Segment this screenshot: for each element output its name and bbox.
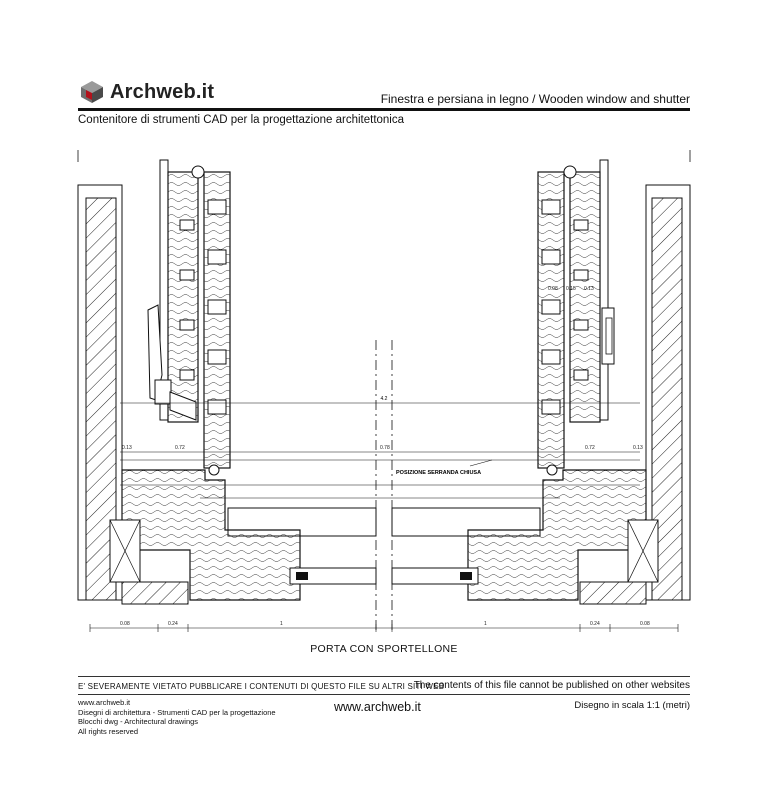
drawing-caption: PORTA CON SPORTELLONE xyxy=(310,643,458,655)
dim-bottom-1: 0.08 xyxy=(120,621,130,627)
site-link[interactable]: www.archweb.it xyxy=(334,700,421,714)
dim-bottom-6: 0.08 xyxy=(640,621,650,627)
dim-top-5: 0.13 xyxy=(633,445,643,451)
footer-credits: www.archweb.it Disegni di architettura -… xyxy=(78,698,276,736)
dim-bottom-5: 0.24 xyxy=(590,621,600,627)
page-title: Finestra e persiana in legno / Wooden wi… xyxy=(380,92,690,106)
brand-name: Archweb.it xyxy=(110,81,215,103)
footer-divider-top xyxy=(78,676,690,677)
scale-note: Disegno in scala 1:1 (metri) xyxy=(574,700,690,711)
header-divider xyxy=(78,108,690,111)
page-subtitle: Contenitore di strumenti CAD per la prog… xyxy=(78,114,405,126)
dim-bottom-2: 0.24 xyxy=(168,621,178,627)
dim-top-3: 0.78 xyxy=(380,445,390,451)
dim-center-top: 4.2 xyxy=(381,396,388,402)
credit-line: Disegni di architettura - Strumenti CAD … xyxy=(78,707,276,717)
right-wall xyxy=(645,184,691,601)
dim-top-2: 0.72 xyxy=(175,445,185,451)
right-frame xyxy=(391,469,659,605)
credit-line: Blocchi dwg - Architectural drawings xyxy=(78,717,199,726)
credit-line: www.archweb.it xyxy=(78,698,131,707)
credit-line: All rights reserved xyxy=(78,726,139,736)
dim-small-2: 0.15 xyxy=(566,286,576,292)
archweb-logo-icon xyxy=(80,80,104,104)
dim-top-4: 0.72 xyxy=(585,445,595,451)
dim-bottom-4: 1 xyxy=(484,621,487,627)
dim-bottom-3: 1 xyxy=(280,621,283,627)
dim-small-1: 0.08 xyxy=(548,286,558,292)
left-shutter xyxy=(147,159,231,476)
left-frame xyxy=(109,469,377,605)
warning-english: The contents of this file cannot be publ… xyxy=(413,680,690,691)
closed-position-label: POSIZIONE SERRANDA CHIUSA xyxy=(396,470,481,476)
dim-small-3: 0.13 xyxy=(584,286,594,292)
footer-divider-bottom xyxy=(78,694,690,695)
technical-drawing: 4.2 0.13 0.72 0.78 0.72 0.13 POSIZIONE S… xyxy=(77,150,691,632)
warning-italian: E' SEVERAMENTE VIETATO PUBBLICARE I CONT… xyxy=(78,682,445,691)
dim-top-1: 0.13 xyxy=(122,445,132,451)
right-shutter xyxy=(537,159,615,476)
